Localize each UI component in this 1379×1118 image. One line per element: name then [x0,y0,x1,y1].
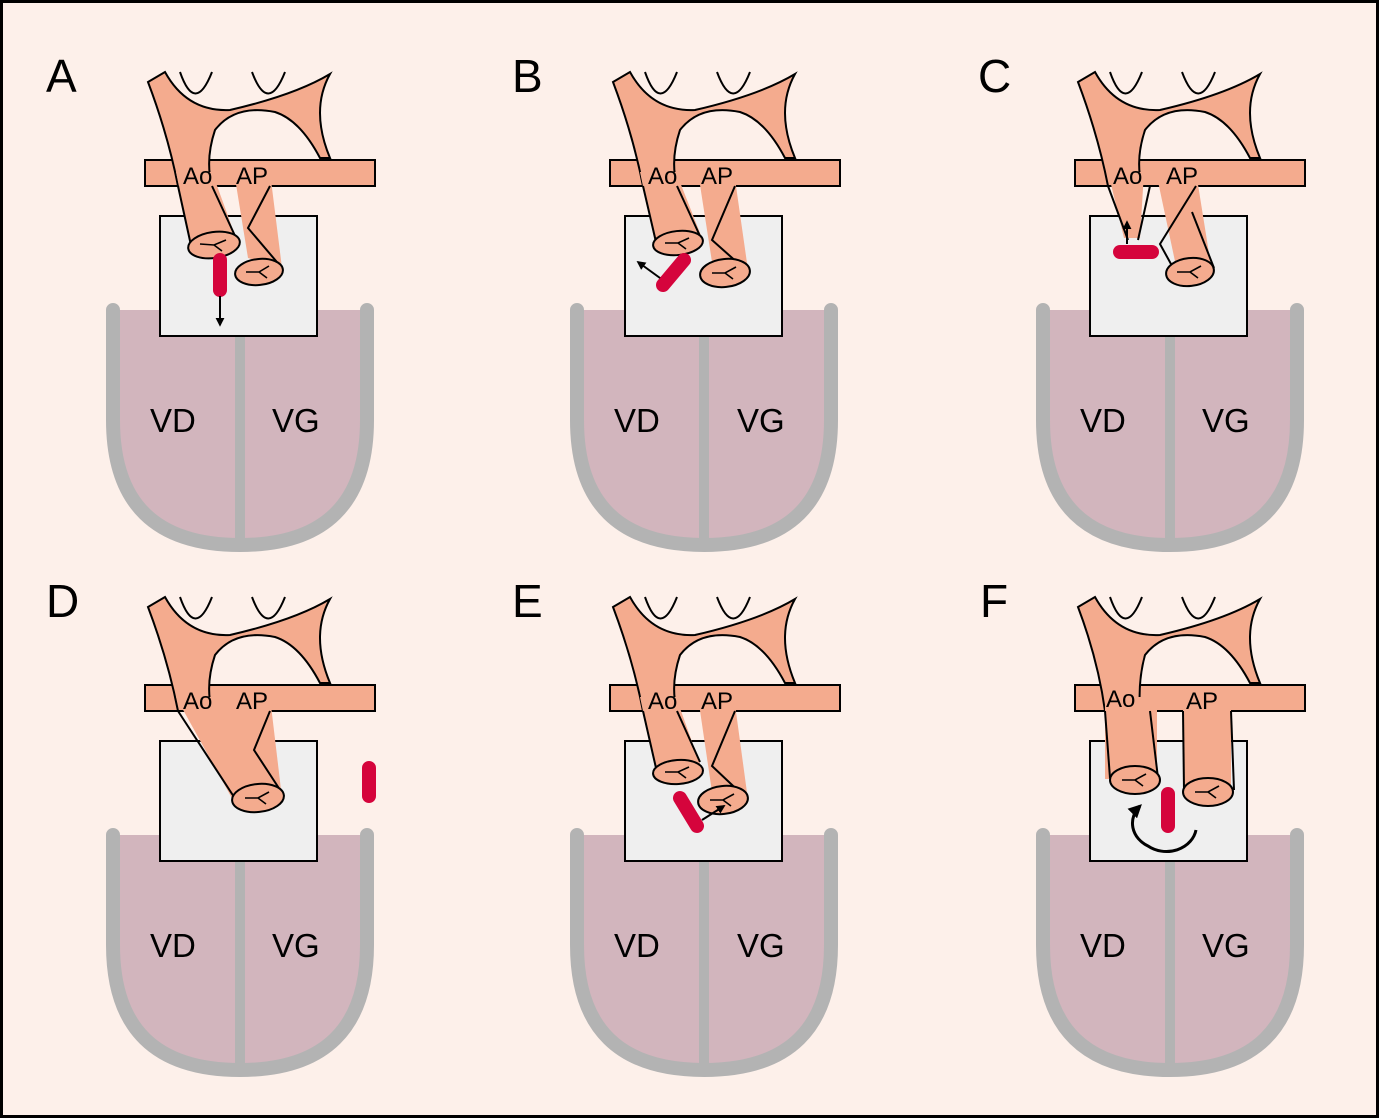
right-ventricle-label: VD [614,927,660,964]
arch-vessel-1 [1109,71,1143,95]
panel-b: B Ao AP VD VG [512,50,841,553]
arch-vessel-2 [1181,71,1216,95]
aorta-label: Ao [1113,163,1142,190]
left-ventricle-label: VG [1202,927,1250,964]
aorta-label: Ao [1106,686,1135,713]
panel-e: E Ao AP VD VG [512,575,841,1078]
aorta-label: Ao [648,688,677,715]
panel-c: C Ao AP VD VG [978,50,1306,553]
pulmonary-artery-label: AP [236,163,268,190]
aorta-trunk [640,172,702,248]
heart-ventricles [570,303,838,553]
left-ventricle-label: VG [272,927,320,964]
heart-ventricles [1036,828,1304,1078]
pulmonary-trunk [1156,172,1212,272]
panel-f: F Ao AP VD VG [980,575,1306,1078]
right-ventricle-label: VD [614,402,660,439]
heart-ventricles [1036,303,1304,553]
pulmonary-artery-label: AP [1166,163,1198,190]
arch-vessel-1 [1109,596,1143,620]
arch-vessel-1 [644,596,678,620]
movement-arrow [701,805,726,821]
pulmonary-artery-label: AP [1186,688,1218,715]
right-ventricle-label: VD [150,402,196,439]
arch-vessel-2 [251,71,286,95]
aorta-trunk [1108,172,1144,238]
conal-septum-bar [673,791,704,833]
pulmonary-artery-label: AP [701,163,733,190]
outflow-region-box [624,740,783,862]
left-ventricle-label: VG [737,927,785,964]
heart-ventricles [106,303,374,553]
left-ventricle-label: VG [737,402,785,439]
heart-ventricles [570,828,838,1078]
aorta-trunk [176,172,236,250]
right-ventricle-label: VD [1080,927,1126,964]
great-artery-trunk [176,697,282,802]
right-ventricle-label: VD [150,927,196,964]
arch-vessel-1 [179,596,213,620]
panel-a: A Ao AP VD VG [46,50,376,553]
arch-vessel-2 [716,596,751,620]
panel-d: D Ao AP VD VG [46,575,376,1078]
arch-vessel-1 [179,71,213,95]
pulmonary-trunk [234,172,282,268]
arch-vessel-2 [716,71,751,95]
left-ventricle-label: VG [1202,402,1250,439]
panel-letter: F [980,575,1008,627]
pulmonary-artery-label: AP [236,688,268,715]
panel-letter: E [512,575,543,627]
aorta-label: Ao [648,163,677,190]
aorta-label: Ao [183,163,212,190]
panel-letter: C [978,50,1011,102]
aorta-trunk [640,697,700,772]
movement-arrow [636,260,661,279]
arch-vessel-1 [644,71,678,95]
arch-vessel-2 [1181,596,1216,620]
right-ventricle-label: VD [1080,402,1126,439]
rotation-arrow [1127,804,1198,853]
panel-letter: B [512,50,543,102]
pulmonary-trunk [698,697,748,800]
arch-vessel-2 [251,596,286,620]
panel-letter: A [46,50,77,102]
heart-ventricles [106,828,374,1078]
left-ventricle-label: VG [272,402,320,439]
aorta-label: Ao [183,688,212,715]
pulmonary-artery-label: AP [701,688,733,715]
panel-letter: D [46,575,79,627]
pulmonary-trunk [698,172,748,270]
conal-septum-bar [656,253,691,292]
